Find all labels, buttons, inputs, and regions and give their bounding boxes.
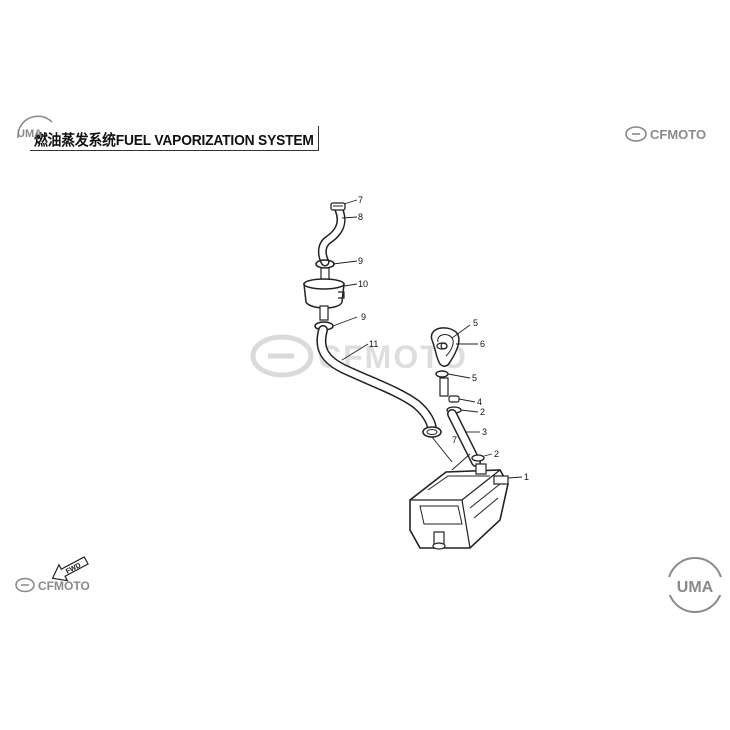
cfmoto-logo-top-right-text: CFMOTO (650, 127, 706, 142)
callout-2-bottom: 2 (494, 449, 499, 459)
callout-9-bottom: 9 (361, 312, 366, 322)
title-frame: 燃油蒸发系统FUEL VAPORIZATION SYSTEM (30, 126, 319, 151)
callout-8: 8 (358, 212, 363, 222)
uma-logo-bottom-right: UMA (664, 557, 726, 613)
cfmoto-logo-top-right: CFMOTO (625, 126, 706, 142)
page-title: 燃油蒸发系统FUEL VAPORIZATION SYSTEM (34, 132, 314, 149)
hose-clamp-top (330, 202, 346, 211)
callout-9-top: 9 (358, 256, 363, 266)
callout-7-bottom: 7 (452, 435, 457, 445)
callout-5-bottom: 5 (472, 373, 477, 383)
evap-canister (409, 453, 509, 550)
callout-6: 6 (480, 339, 485, 349)
callout-7-top: 7 (358, 195, 363, 205)
fwd-label: FWD (65, 562, 82, 576)
callout-2-top: 2 (480, 407, 485, 417)
clamp-5-lower (435, 370, 449, 378)
uma-logo-top-left: UMA (17, 115, 53, 140)
callout-1: 1 (524, 472, 529, 482)
clamp-lower (422, 426, 442, 438)
callout-3: 3 (482, 427, 487, 437)
leader-lines (332, 199, 523, 479)
cfmoto-logo-bottom-left-text: CFMOTO (38, 579, 90, 593)
vapor-filter (303, 267, 345, 321)
callout-11: 11 (369, 339, 378, 349)
uma-logo-bottom-right-text: UMA (677, 579, 714, 596)
cfmoto-logo-bottom-left: CFMOTO (15, 577, 90, 593)
uma-logo-top-left-text: UMA (17, 128, 42, 140)
vent-pipe (439, 377, 485, 467)
callout-10: 10 (358, 279, 368, 289)
clamp-5-upper (436, 342, 448, 350)
callout-4: 4 (477, 397, 482, 407)
callout-5-top: 5 (473, 318, 478, 328)
